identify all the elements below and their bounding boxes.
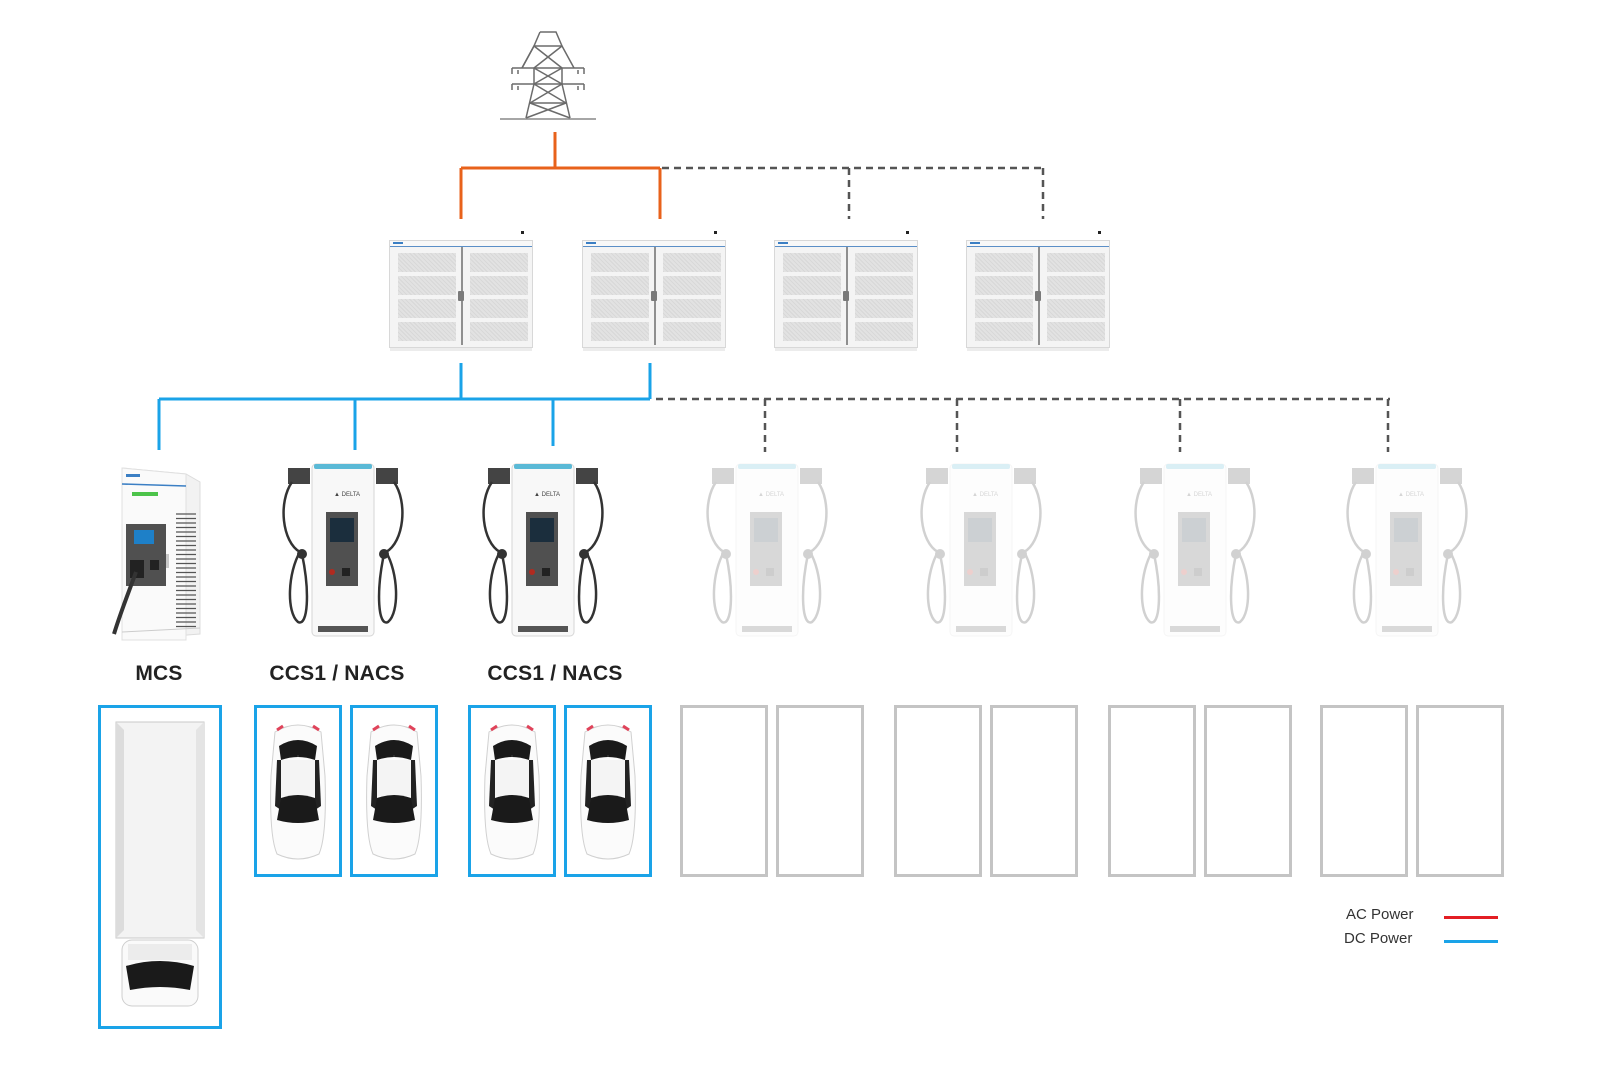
cabinet-door-right	[1039, 247, 1110, 345]
vent-grille	[663, 276, 721, 295]
legend-label-dc-power: DC Power	[1344, 930, 1413, 947]
vent-grille	[783, 253, 841, 272]
vent-grille	[470, 253, 528, 272]
vent-grille	[783, 299, 841, 318]
vent-grille	[855, 299, 913, 318]
parking-bay	[1204, 705, 1292, 877]
transmission-tower-icon	[500, 28, 596, 124]
vent-grille	[470, 299, 528, 318]
parking-bay	[564, 705, 652, 877]
legend-line-ac-power	[1444, 916, 1498, 919]
cabinet-indicator	[521, 231, 524, 234]
brand-logo-icon	[778, 242, 788, 244]
vent-grille	[591, 299, 649, 318]
parking-bay	[1320, 705, 1408, 877]
vent-grille	[783, 322, 841, 341]
charger-label-ccs1-nacs-2: CCS1 / NACS	[487, 662, 623, 685]
parking-bay	[98, 705, 222, 1029]
vent-grille	[1047, 322, 1105, 341]
vent-grille	[1047, 276, 1105, 295]
svg-text:▲ DELTA: ▲ DELTA	[334, 492, 360, 498]
vent-grille	[398, 322, 456, 341]
vent-grille	[398, 253, 456, 272]
dual-dispenser-charger-icon: ▲ DELTA	[278, 462, 408, 645]
svg-text:▲ DELTA: ▲ DELTA	[534, 492, 560, 498]
dual-dispenser-charger-icon: ▲ DELTA	[478, 462, 608, 645]
vent-grille	[663, 322, 721, 341]
parking-bay	[894, 705, 982, 877]
dual-dispenser-charger-icon: ▲ DELTA	[1342, 462, 1472, 645]
vent-grille	[855, 253, 913, 272]
power-cabinet-1	[389, 231, 533, 351]
power-cabinet-4	[966, 231, 1110, 351]
charger-label-ccs1-nacs-1: CCS1 / NACS	[269, 662, 405, 685]
ac-expansion-lines	[662, 166, 1045, 219]
svg-text:▲ DELTA: ▲ DELTA	[758, 492, 784, 498]
vent-grille	[975, 276, 1033, 295]
truck-icon	[110, 716, 210, 1021]
vent-grille	[975, 322, 1033, 341]
cabinet-door-right	[847, 247, 918, 345]
parking-bay	[468, 705, 556, 877]
svg-text:▲ DELTA: ▲ DELTA	[1398, 492, 1424, 498]
dual-dispenser-charger-icon: ▲ DELTA	[1130, 462, 1260, 645]
vent-grille	[783, 276, 841, 295]
dual-dispenser-charger-icon: ▲ DELTA	[916, 462, 1046, 645]
vent-grille	[398, 299, 456, 318]
vent-grille	[1047, 299, 1105, 318]
brand-logo-icon	[586, 242, 596, 244]
parking-bay	[254, 705, 342, 877]
door-handle-icon	[843, 291, 849, 301]
brand-logo-icon	[393, 242, 403, 244]
car-icon	[477, 716, 547, 871]
cabinet-door-right	[462, 247, 533, 345]
ac-power-lines	[459, 132, 662, 219]
cabinet-indicator	[906, 231, 909, 234]
vent-grille	[1047, 253, 1105, 272]
legend-line-dc-power	[1444, 940, 1498, 943]
vent-grille	[855, 276, 913, 295]
car-icon	[359, 716, 429, 871]
parking-bay	[1108, 705, 1196, 877]
parking-bay	[1416, 705, 1504, 877]
vent-grille	[591, 253, 649, 272]
parking-bay	[776, 705, 864, 877]
car-icon	[573, 716, 643, 871]
cabinet-door-left	[584, 247, 655, 345]
power-cabinet-3	[774, 231, 918, 351]
vent-grille	[855, 322, 913, 341]
vent-grille	[975, 253, 1033, 272]
cabinet-indicator	[714, 231, 717, 234]
vent-grille	[470, 322, 528, 341]
cabinet-door-right	[655, 247, 726, 345]
cabinet-door-left	[391, 247, 462, 345]
door-handle-icon	[458, 291, 464, 301]
dual-dispenser-charger-icon: ▲ DELTA	[702, 462, 832, 645]
vent-grille	[470, 276, 528, 295]
door-handle-icon	[651, 291, 657, 301]
parking-bay	[680, 705, 768, 877]
brand-logo-icon	[970, 242, 980, 244]
svg-text:▲ DELTA: ▲ DELTA	[1186, 492, 1212, 498]
power-cabinet-2	[582, 231, 726, 351]
vent-grille	[663, 299, 721, 318]
dc-power-lines	[157, 363, 652, 450]
parking-bay	[990, 705, 1078, 877]
door-handle-icon	[1035, 291, 1041, 301]
vent-grille	[975, 299, 1033, 318]
charger-label-mcs: MCS	[135, 662, 183, 685]
cabinet-door-left	[776, 247, 847, 345]
dc-expansion-lines	[656, 397, 1390, 452]
vent-grille	[591, 276, 649, 295]
mcs-charger-icon	[108, 464, 204, 653]
svg-text:▲ DELTA: ▲ DELTA	[972, 492, 998, 498]
cabinet-door-left	[968, 247, 1039, 345]
parking-bay	[350, 705, 438, 877]
vent-grille	[591, 322, 649, 341]
vent-grille	[663, 253, 721, 272]
legend-label-ac-power: AC Power	[1346, 906, 1414, 923]
vent-grille	[398, 276, 456, 295]
cabinet-indicator	[1098, 231, 1101, 234]
car-icon	[263, 716, 333, 871]
